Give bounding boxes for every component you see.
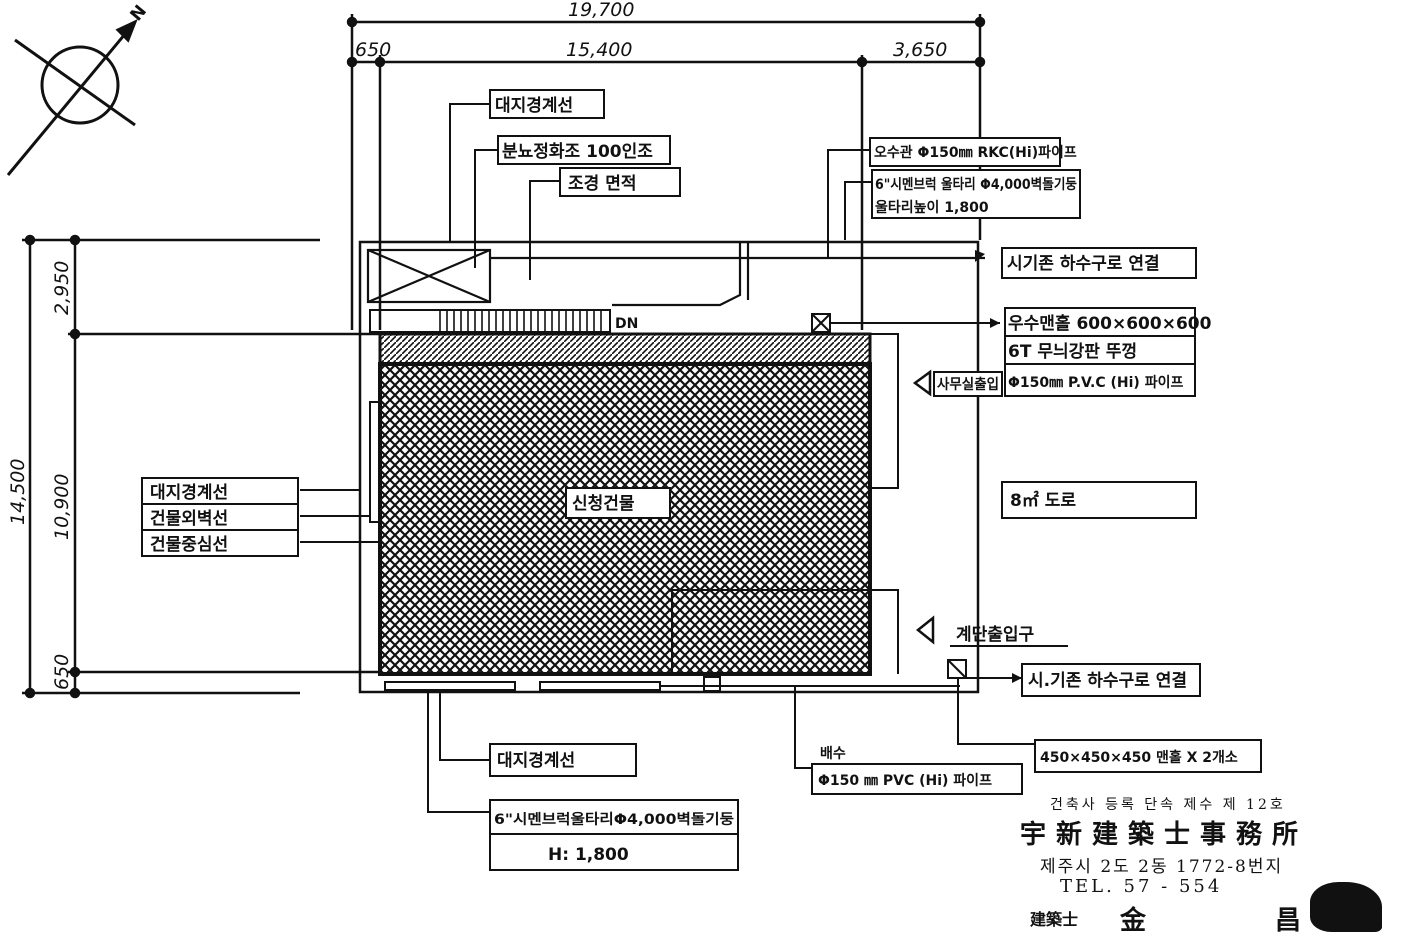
stamp-registration: 건축사 등록 단속 제수 제 12호 (1050, 797, 1286, 813)
stamp-architect-name: 金 昌 (1120, 906, 1362, 936)
dim-bottom-margin: 650 (51, 654, 73, 690)
left-outer-wall-label: 건물외벽선 (150, 509, 228, 529)
dn-label: DN (615, 316, 638, 332)
landscape-area-label: 조경 면적 (568, 174, 636, 194)
stair-entrance-label: 계단출입구 (956, 625, 1035, 645)
dim-top-margin: 2,950 (51, 261, 73, 315)
dim-building-depth: 10,900 (51, 474, 73, 540)
rain-manhole-symbol (811, 313, 831, 333)
manhole-bottom-label: 450×450×450 맨홀 X 2개소 (1040, 749, 1238, 766)
left-site-boundary-label: 대지경계선 (150, 483, 228, 503)
connect-sewer-top-label: 시기존 하수구로 연결 (1007, 254, 1160, 274)
fence-height-bottom-label: H: 1,800 (548, 845, 629, 865)
dim-left-margin: 650 (355, 39, 391, 61)
dim-total-depth: 14,500 (7, 459, 29, 525)
stamp-office: 宇新建築士事務所 (1020, 820, 1309, 850)
drainage-label: 배수 (820, 746, 846, 762)
stamp-tel: TEL. 57 - 554 (1060, 876, 1223, 897)
left-center-line-label: 건물중심선 (150, 535, 228, 555)
building-hatch-top (378, 332, 872, 366)
road-label: 8㎡ 도로 (1010, 490, 1076, 511)
new-building-label: 신청건물 (572, 493, 635, 514)
dim-total-width: 19,700 (568, 0, 634, 21)
office-stair-label: 사무실출입 (937, 376, 999, 393)
checker-plate-label: 6T 무늬강판 뚜껑 (1008, 342, 1137, 362)
pvc-pipe-right-label: Φ150㎜ P.V.C (Hi) 파이프 (1008, 374, 1183, 391)
connect-sewer-bottom-label: 시.기존 하수구로 연결 (1028, 671, 1187, 691)
dim-building-width: 15,400 (566, 39, 632, 61)
septic-tank (366, 248, 492, 304)
site-boundary (358, 240, 980, 694)
landscape-strip (369, 309, 611, 333)
cement-fence-top-label: 6"시멘브럭 울타리 Φ4,000벽돌기둥 (875, 176, 1077, 193)
dim-right-margin: 3,650 (893, 39, 947, 61)
site-boundary-top-label: 대지경계선 (495, 96, 573, 116)
fence-height-top-label: 울타리높이 1,800 (875, 199, 989, 216)
site-boundary-bottom-label: 대지경계선 (497, 751, 575, 771)
septic-tank-label: 분뇨정화조 100인조 (502, 142, 653, 162)
stamp-architect-title: 建築士 (1030, 910, 1079, 929)
pvc-pipe-bottom-label: Φ150 ㎜ PVC (Hi) 파이프 (818, 772, 992, 789)
fence-bottom-label: 6"시멘브럭울타리Φ4,000벽돌기둥 (494, 811, 734, 828)
north-label: N (127, 1, 151, 25)
north-arrow-icon (6, 19, 138, 176)
architect-stamp: 건축사 등록 단속 제수 제 12호 宇新建築士事務所 제주시 2도 2동 17… (1020, 794, 1390, 936)
stamp-address: 제주시 2도 2동 1772-8번지 (1040, 857, 1284, 877)
sewage-pipe-label: 오수관 Φ150㎜ RKC(Hi)파이프 (874, 144, 1077, 161)
rain-manhole-label: 우수맨홀 600×600×600 (1008, 313, 1212, 334)
bottom-manhole-symbol (947, 659, 967, 679)
seal-icon (1310, 882, 1382, 932)
